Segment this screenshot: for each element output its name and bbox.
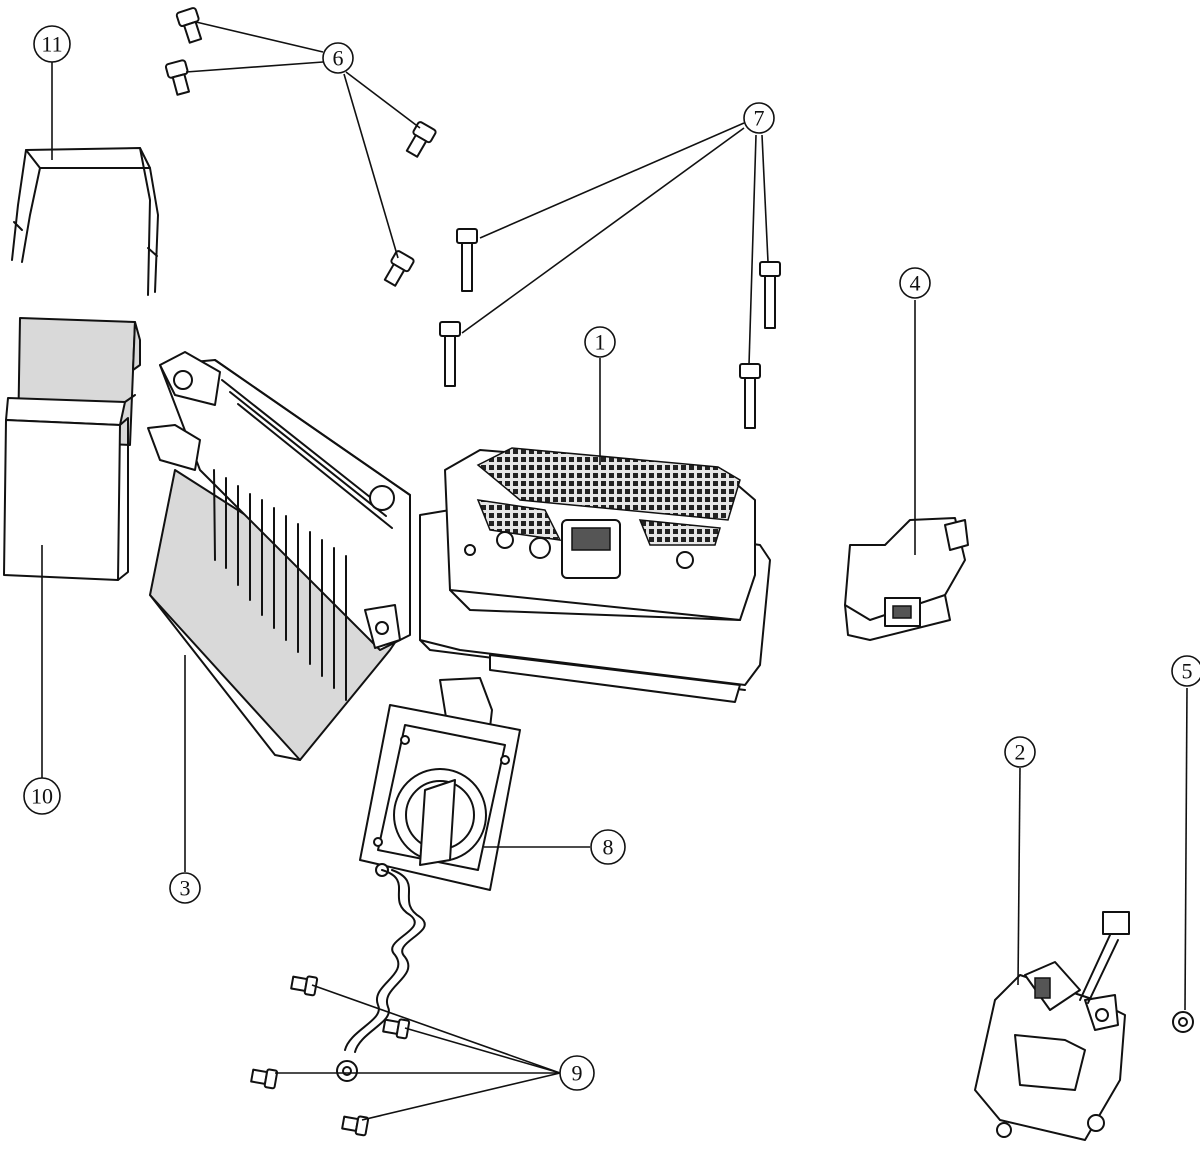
main-module-part — [419, 447, 771, 703]
callout-2: 2 — [1004, 736, 1036, 768]
bolts-part-7 — [439, 228, 781, 429]
callout-10: 10 — [23, 777, 61, 815]
callout-8-label: 8 — [603, 835, 614, 860]
callout-2-label: 2 — [1015, 740, 1026, 765]
callout-11-label: 11 — [41, 32, 62, 57]
callout-7: 7 — [743, 102, 775, 134]
callout-1-label: 1 — [595, 330, 606, 355]
callout-7-label: 7 — [754, 106, 765, 131]
callout-4-label: 4 — [910, 271, 921, 296]
screws-part-6 — [164, 7, 437, 287]
bracket-part — [11, 147, 159, 296]
callout-6: 6 — [322, 42, 354, 74]
callout-5: 5 — [1171, 655, 1200, 687]
relay-part — [974, 911, 1130, 1141]
callout-5-label: 5 — [1182, 659, 1193, 684]
controller-part — [147, 351, 411, 761]
small-module-part — [844, 517, 969, 641]
battery-part — [3, 317, 141, 581]
callout-3-label: 3 — [180, 876, 191, 901]
callout-9-label: 9 — [572, 1061, 583, 1086]
callout-4: 4 — [899, 267, 931, 299]
callout-6-label: 6 — [333, 46, 344, 71]
callout-9: 9 — [559, 1055, 595, 1091]
callout-8: 8 — [590, 829, 626, 865]
leader-lines — [41, 21, 1188, 1121]
callout-3: 3 — [169, 872, 201, 904]
callout-1: 1 — [584, 326, 616, 358]
callout-10-label: 10 — [31, 784, 53, 809]
callout-11: 11 — [33, 25, 71, 63]
screws-part-9 — [250, 975, 411, 1137]
charge-port-part — [336, 677, 521, 1082]
nut-part-5 — [1172, 1011, 1194, 1033]
